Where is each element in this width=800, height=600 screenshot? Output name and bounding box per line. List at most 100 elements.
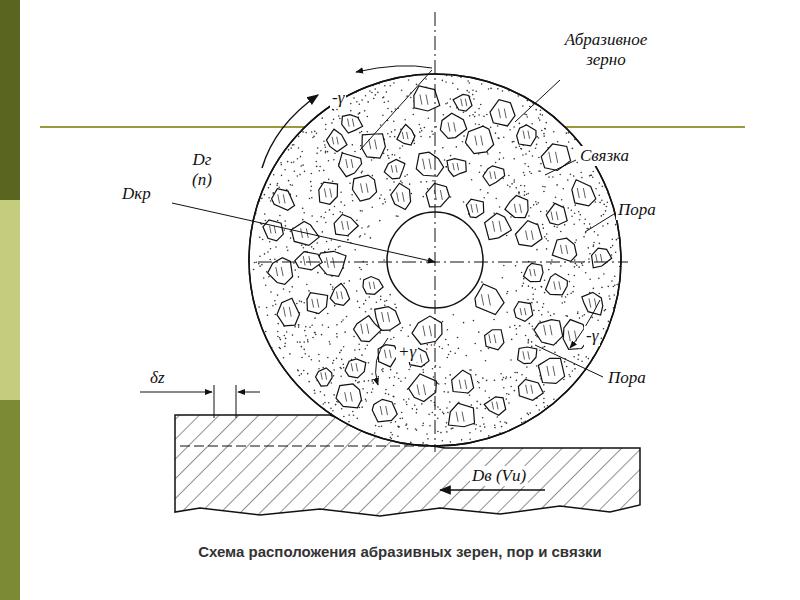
bond-dot [335,404,337,406]
bond-dot [347,239,349,241]
callout-pore: Пора [606,368,648,388]
bond-dot [390,338,392,340]
bond-dot [446,407,448,409]
bond-dot [311,185,313,187]
bond-dot [423,422,425,424]
bond-dot [526,412,528,414]
bond-dot [394,303,396,305]
bond-dot [399,148,401,150]
bond-dot [288,180,290,182]
abrasive-grain [277,298,300,326]
bond-dot [488,88,490,90]
bond-dot [578,211,580,213]
diameter-label: Dкр [120,184,153,204]
bond-dot [471,179,473,181]
bond-dot [393,396,395,398]
bond-dot [519,145,521,147]
bond-dot [506,235,508,237]
bond-dot [422,196,424,198]
bond-dot [449,374,451,376]
bond-dot [615,224,617,226]
bond-dot [541,286,543,288]
bond-dot [538,137,540,139]
bond-dot [294,269,296,271]
bond-dot [291,286,293,288]
bond-dot [382,97,384,99]
abrasive-grain [490,100,515,126]
bond-dot [450,351,452,353]
bond-dot [524,191,526,193]
bond-dot [316,221,318,223]
bond-dot [297,175,299,177]
bond-dot [322,367,324,369]
bond-dot [311,215,313,217]
bond-dot [272,305,274,307]
bond-dot [588,258,590,260]
bond-dot [317,272,319,274]
bond-dot [354,249,356,251]
bond-dot [469,394,471,396]
bond-dot [560,231,562,233]
bond-dot [339,367,341,369]
bond-dot [573,286,575,288]
bond-dot [325,152,327,154]
bond-dot [447,357,449,359]
bond-dot [527,193,529,195]
bond-dot [383,96,385,98]
bond-dot [485,390,487,392]
bond-dot [313,248,315,250]
bond-dot [426,181,428,183]
bond-dot [358,381,360,383]
bond-dot [530,207,532,209]
bond-dot [560,265,562,267]
bond-dot [393,82,395,84]
bond-dot [340,350,342,352]
bond-dot [617,238,619,240]
bond-dot [324,402,326,404]
bond-dot [398,378,400,380]
bond-dot [382,371,384,373]
bond-dot [404,175,406,177]
bond-dot [547,405,549,407]
bond-dot [509,326,511,328]
bond-dot [421,403,423,405]
bond-dot [408,398,410,400]
bond-dot [350,110,352,112]
bond-dot [409,324,411,326]
bond-dot [557,141,559,143]
bond-dot [280,339,282,341]
bond-dot [404,119,406,121]
bond-dot [443,413,445,415]
bond-dot [463,111,465,113]
bond-dot [304,353,306,355]
abrasive-grain [534,320,563,345]
bond-dot [338,246,340,248]
bond-dot [536,405,538,407]
abrasive-grain [447,159,466,177]
bond-dot [293,161,295,163]
bond-dot [427,438,429,440]
bond-dot [387,149,389,151]
bond-dot [569,281,571,283]
bond-dot [348,414,350,416]
bond-dot [447,329,449,331]
bond-dot [513,158,515,160]
bond-dot [525,335,527,337]
abrasive-grain [272,189,295,210]
bond-dot [495,132,497,134]
bond-dot [528,285,530,287]
bond-dot [397,216,399,218]
bond-dot [363,303,365,305]
bond-dot [497,88,499,90]
bond-dot [307,341,309,343]
bond-dot [340,201,342,203]
bond-dot [372,206,374,208]
bond-dot [568,374,570,376]
bond-dot [523,278,525,280]
bond-dot [480,189,482,191]
bond-dot [567,294,569,296]
bond-dot [365,95,367,97]
bond-dot [528,339,530,341]
bond-dot [457,337,459,339]
bond-dot [343,346,345,348]
